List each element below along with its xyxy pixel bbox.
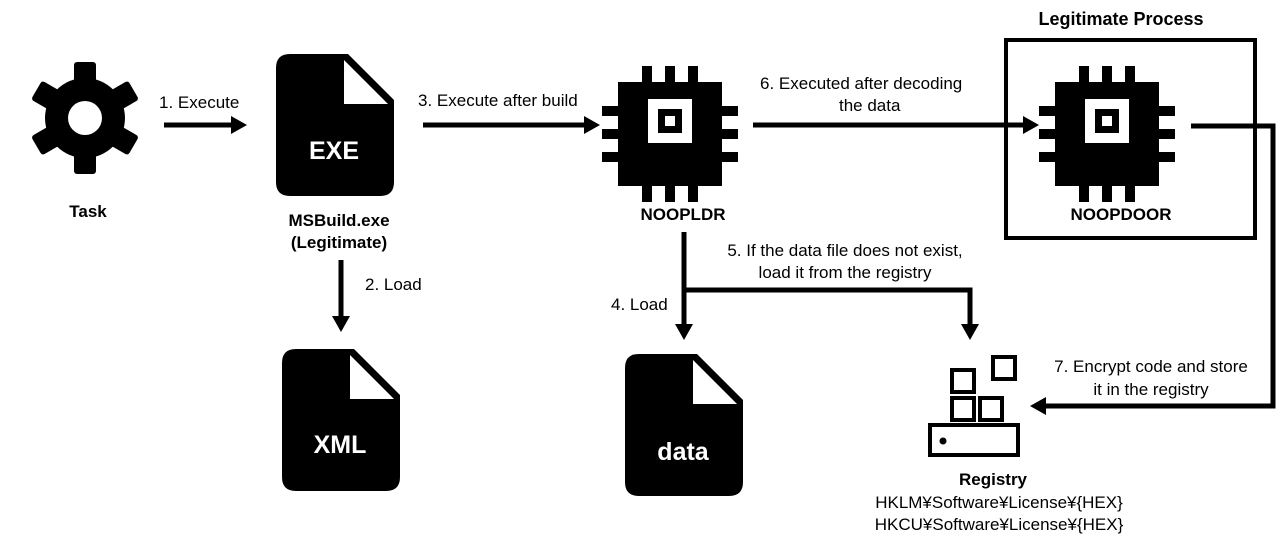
arrow-6-head [1023,116,1039,134]
data-file-icon: data [625,354,743,496]
edge-6-label-line2: the data [839,96,901,115]
arrow-7-line [1045,123,1276,409]
edge-5-label-line1: 5. If the data file does not exist, [727,241,962,260]
edge-5-label-line2: load it from the registry [759,263,932,282]
edge-6-label-line1: 6. Executed after decoding [760,74,962,93]
legitimate-process-title: Legitimate Process [1038,9,1203,29]
edge-4-label: 4. Load [611,295,668,314]
noopldr-label: NOOPLDR [641,205,726,224]
edge-7-label-line1: 7. Encrypt code and store [1054,357,1248,376]
registry-key-hklm: HKLM¥Software¥License¥{HEX} [875,493,1123,512]
registry-key-hkcu: HKCU¥Software¥License¥{HEX} [875,515,1124,534]
edge-2-label: 2. Load [365,275,422,294]
xml-icon-label: XML [314,431,367,459]
exe-file-icon: EXE [276,54,394,196]
msbuild-label: MSBuild.exe [288,211,389,230]
exe-icon-label: EXE [309,137,359,165]
noopldr-chip-icon [602,66,738,202]
task-label: Task [69,202,107,221]
data-icon-label: data [657,438,710,466]
msbuild-sublabel: (Legitimate) [291,233,387,252]
gear-icon [32,62,138,174]
noopdoor-label: NOOPDOOR [1070,205,1171,224]
arrow-2-head [332,316,350,332]
arrow-1-head [231,116,247,134]
arrow-3-head [584,116,600,134]
arrow-7-head [1030,397,1046,415]
registry-icon [928,355,1020,457]
edge-1-label: 1. Execute [159,93,239,112]
registry-label: Registry [959,470,1028,489]
arrow-4-head [675,324,693,340]
xml-file-icon: XML [282,349,400,491]
arrow-5-line [684,287,973,326]
arrow-5-head [961,324,979,340]
edge-7-label-line2: it in the registry [1093,380,1209,399]
arrow-lines [164,122,1276,409]
noopdoor-chip-icon [1039,66,1175,202]
edge-3-label: 3. Execute after build [418,91,578,110]
legitimate-process-box [1004,38,1257,240]
arrow-heads [231,116,1046,415]
